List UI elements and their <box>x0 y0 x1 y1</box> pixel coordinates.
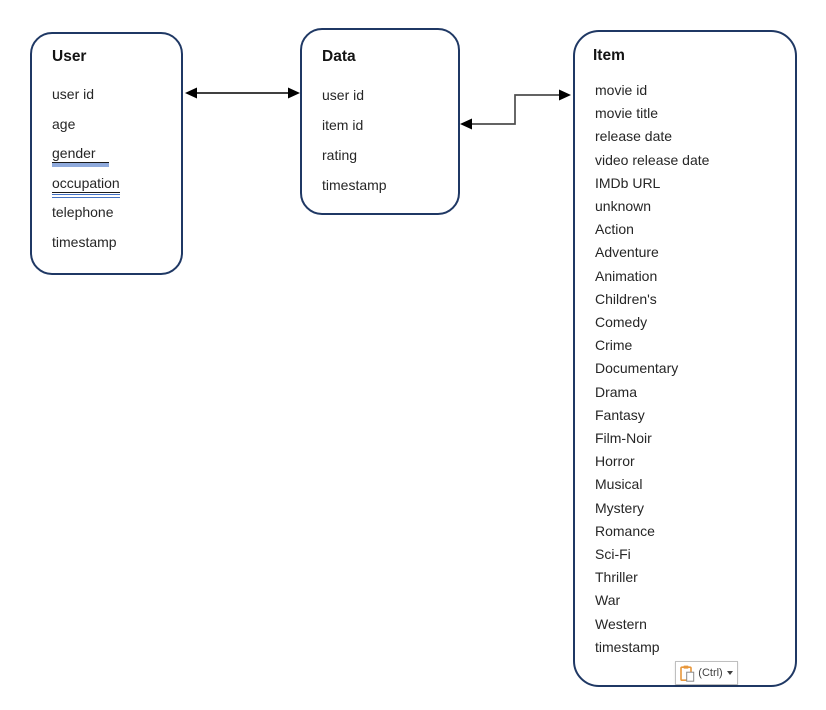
entity-title-data: Data <box>322 48 356 65</box>
field-telephone: telephone <box>52 204 114 220</box>
field-genre-childrens: Children's <box>595 290 657 307</box>
field-gender-text: gender <box>52 145 109 167</box>
field-movie-id: movie id <box>595 82 648 98</box>
field-genre-adventure: Adventure <box>595 244 659 261</box>
field-video-release-date: video release date <box>595 151 710 168</box>
field-movie-title: movie title <box>595 105 659 122</box>
entity-title-item: Item <box>593 47 625 64</box>
paste-options-label: (Ctrl) <box>698 666 723 679</box>
field-genre-documentary: Documentary <box>595 360 679 377</box>
field-item-id: item id <box>322 117 364 133</box>
clipboard-paste-icon <box>680 665 695 682</box>
entity-box-data: Data user id item id rating timestamp <box>300 28 460 215</box>
field-genre-western: Western <box>595 615 647 632</box>
user-data-double-arrow <box>185 87 300 99</box>
entity-box-user: User user id age gender occupation telep… <box>30 32 183 275</box>
field-imdb-url: IMDb URL <box>595 174 661 191</box>
entity-title-user: User <box>52 48 87 65</box>
field-genre-crime: Crime <box>595 337 633 354</box>
field-timestamp: timestamp <box>322 177 387 193</box>
field-unknown: unknown <box>595 198 652 215</box>
field-genre-action: Action <box>595 221 634 238</box>
field-genre-war: War <box>595 592 621 609</box>
paste-options-button[interactable]: (Ctrl) <box>675 661 738 685</box>
field-genre-musical: Musical <box>595 476 643 493</box>
entity-box-item: Item movie id movie title release date v… <box>573 30 797 687</box>
field-rating: rating <box>322 147 358 163</box>
caret-down-icon[interactable] <box>726 671 733 675</box>
data-item-double-arrow <box>460 89 571 130</box>
field-genre-drama: Drama <box>595 383 638 400</box>
field-release-date: release date <box>595 128 673 145</box>
field-genre-comedy: Comedy <box>595 314 648 331</box>
field-genre-mystery: Mystery <box>595 499 644 516</box>
field-genre-film-noir: Film-Noir <box>595 430 652 447</box>
field-genre-sci-fi: Sci-Fi <box>595 546 631 563</box>
entity-fields-user: user id age gender occupation telephone … <box>32 80 181 257</box>
field-user-id: user id <box>52 86 95 102</box>
field-user-id: user id <box>322 87 365 103</box>
field-gender: gender <box>52 139 181 169</box>
field-genre-romance: Romance <box>595 522 655 539</box>
field-timestamp: timestamp <box>595 638 660 655</box>
field-timestamp: timestamp <box>52 233 117 250</box>
field-genre-horror: Horror <box>595 453 635 470</box>
field-age: age <box>52 115 76 132</box>
field-occupation: occupation <box>52 169 181 199</box>
field-occupation-text: occupation <box>52 174 120 198</box>
field-genre-thriller: Thriller <box>595 569 638 586</box>
entity-fields-data: user id item id rating timestamp <box>302 80 458 200</box>
field-genre-animation: Animation <box>595 267 658 284</box>
entity-fields-item: movie id movie title release date video … <box>575 79 795 659</box>
field-genre-fantasy: Fantasy <box>595 406 645 423</box>
